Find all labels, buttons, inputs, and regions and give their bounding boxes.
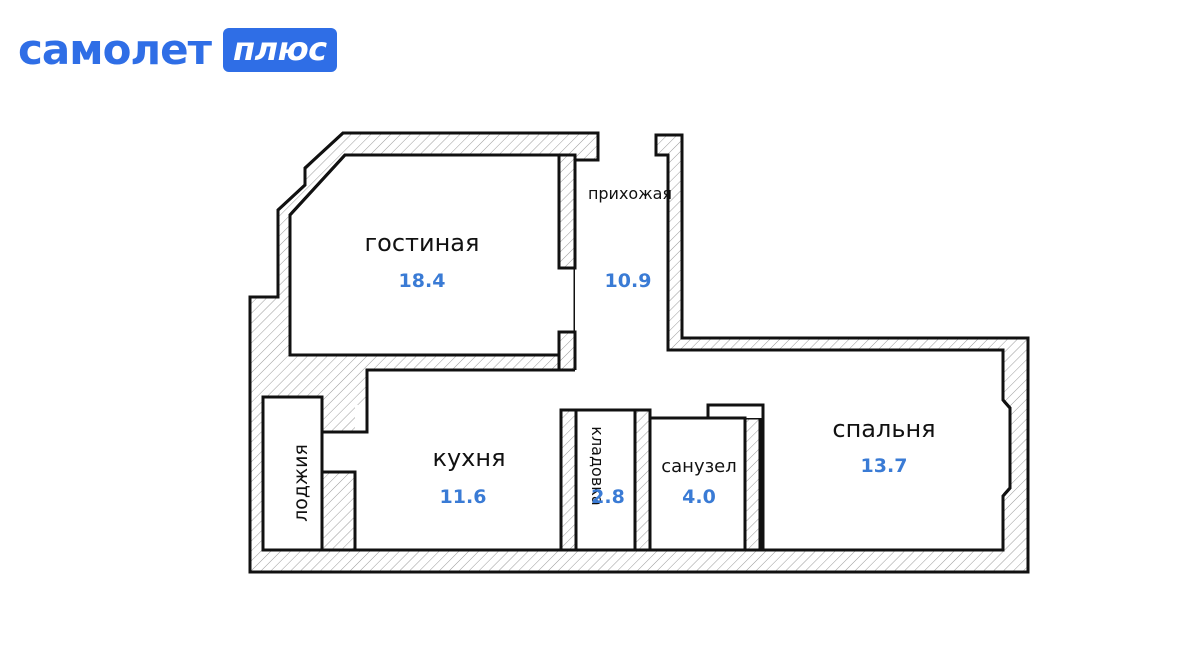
brand-logo-word: самолет xyxy=(18,25,212,74)
room-kitchen-fill xyxy=(355,405,561,550)
room-fills xyxy=(261,135,1003,552)
wall-loggia-stub xyxy=(320,470,357,552)
room-loggia-name: лоджия xyxy=(290,444,312,522)
wall-partition-lower xyxy=(557,330,577,372)
room-bedroom-fill xyxy=(763,405,1003,550)
room-living-area: 18.4 xyxy=(399,270,446,292)
room-bathroom-area: 4.0 xyxy=(682,486,716,508)
room-labels: гостиная 18.4 прихожая 10.9 кухня 11.6 л… xyxy=(290,184,936,522)
wall-outlines xyxy=(248,131,1030,574)
room-hall-fill xyxy=(367,135,1003,418)
room-bedroom-name: спальня xyxy=(832,415,935,443)
brand-logo-badge: плюс xyxy=(223,28,337,72)
room-hall-area: 10.9 xyxy=(605,270,652,292)
brand-logo: самолет плюс xyxy=(18,20,337,80)
room-storage-area: 2.8 xyxy=(591,486,625,508)
wall-bathroom-right xyxy=(743,416,762,552)
room-living-name: гостиная xyxy=(365,229,480,257)
room-bathroom-name: санузел xyxy=(661,456,737,477)
room-bathroom-fill xyxy=(648,416,747,552)
wall-storage-left xyxy=(559,408,578,552)
wall-storage-right xyxy=(633,408,652,552)
room-bedroom-area: 13.7 xyxy=(861,455,908,477)
wall-partition-upper xyxy=(557,153,577,270)
room-kitchen-name: кухня xyxy=(432,444,505,472)
room-storage-name: кладовка xyxy=(588,426,607,505)
room-kitchen-area: 11.6 xyxy=(440,486,487,508)
room-hall-name: прихожая xyxy=(588,184,672,203)
